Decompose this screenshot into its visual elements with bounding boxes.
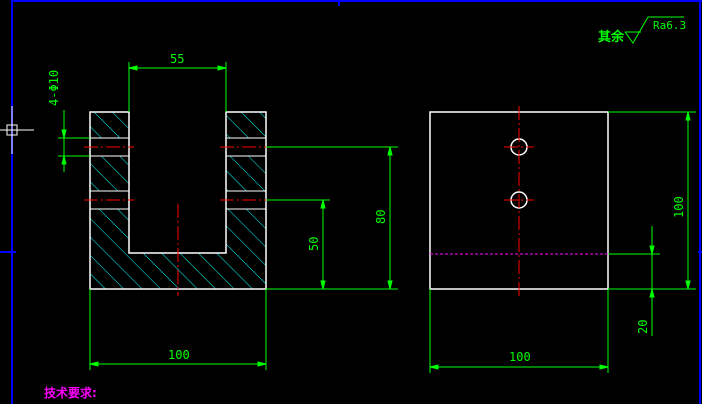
- dim-slot-width-text: 55: [170, 52, 184, 66]
- front-view: 55 100 4-Φ10 80: [47, 52, 398, 370]
- dim-slot-width: [128, 62, 227, 112]
- dim-hole-spec: [58, 110, 90, 172]
- side-view: 100 100 20: [429, 106, 696, 373]
- dim-side-width: [429, 289, 609, 373]
- front-view-centerlines: [84, 146, 272, 296]
- dim-height-50-text: 50: [307, 237, 321, 251]
- dim-side-offset: [608, 226, 660, 336]
- dim-hole-spec-text: 4-Φ10: [47, 70, 61, 106]
- roughness-value: Ra6.3: [653, 19, 686, 32]
- roughness-check-icon: [624, 16, 684, 44]
- roughness-prefix: 其余: [598, 29, 625, 45]
- dim-front-width: [89, 289, 267, 370]
- cursor-crosshair: [0, 106, 34, 154]
- side-view-centerlines: [504, 106, 534, 296]
- dim-front-width-text: 100: [168, 348, 190, 362]
- tech-requirements-heading: 技术要求:: [44, 385, 97, 400]
- dim-side-width-text: 100: [509, 350, 531, 364]
- dim-side-offset-text: 20: [636, 320, 650, 334]
- dim-height-80: [266, 146, 398, 290]
- dim-height-50: [266, 199, 330, 290]
- roughness-symbol: 其余 Ra6.3: [598, 16, 686, 45]
- hole-band-lines: [90, 137, 266, 210]
- dim-height-80-text: 80: [374, 210, 388, 224]
- dim-side-height-text: 100: [672, 196, 686, 218]
